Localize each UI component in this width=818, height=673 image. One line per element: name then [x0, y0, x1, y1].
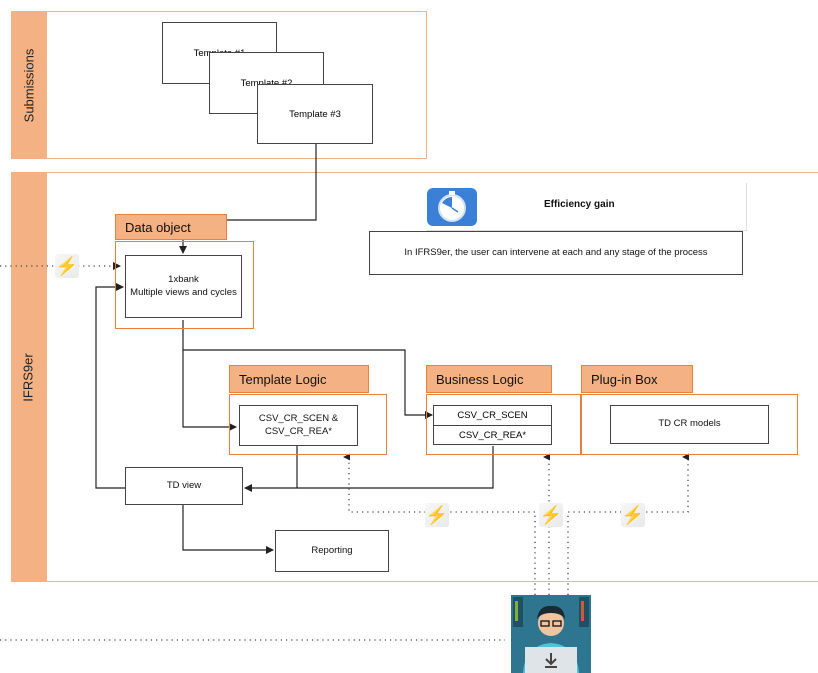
- lightning-icon-business-logic: ⚡: [539, 503, 563, 527]
- efficiency-title: Efficiency gain: [544, 199, 615, 210]
- ifrs9er-lane: [46, 172, 818, 582]
- template-logic-content: CSV_CR_SCEN & CSV_CR_REA*: [239, 405, 358, 446]
- template-logic-frame: [229, 394, 387, 455]
- submissions-lane: [46, 11, 427, 159]
- arrow-business-logic-to-td-view: [297, 446, 494, 489]
- lightning-icon-template-logic: ⚡: [425, 503, 449, 527]
- business-logic-frame: [426, 394, 581, 455]
- user-at-laptop-icon: [511, 595, 591, 673]
- plugin-box-frame: [581, 394, 798, 455]
- template-logic-header: Template Logic: [229, 365, 369, 393]
- business-logic-row-2: CSV_CR_REA*: [458, 430, 527, 441]
- dotted-user-to-template-logic: [343, 453, 536, 595]
- template-3: Template #3: [257, 84, 373, 144]
- arrow-data-object-to-template-logic: [182, 320, 237, 431]
- data-object-frame: [115, 241, 254, 329]
- lightning-icon-plugin-box: ⚡: [621, 503, 645, 527]
- business-logic-content: CSV_CR_SCEN CSV_CR_REA*: [433, 405, 552, 445]
- efficiency-panel: Efficiency gain: [427, 183, 747, 231]
- arrow-td-view-to-data-object: [95, 283, 125, 489]
- submissions-lane-label-bar: Submissions: [11, 11, 46, 159]
- lightning-icon-left: ⚡: [55, 254, 79, 278]
- data-object-header: Data object: [115, 214, 227, 240]
- efficiency-text-box: In IFRS9er, the user can intervene at ea…: [369, 231, 743, 275]
- business-logic-header: Business Logic: [426, 365, 552, 393]
- arrow-data-object-to-business-logic: [183, 349, 433, 419]
- stopwatch-icon: [427, 188, 477, 226]
- reporting-box: Reporting: [275, 530, 389, 572]
- arrow-td-view-to-reporting: [182, 505, 274, 554]
- plugin-box-header: Plug-in Box: [581, 365, 693, 393]
- business-logic-row-1: CSV_CR_SCEN: [434, 406, 551, 426]
- ifrs9er-lane-label-bar: IFRS9er: [11, 172, 46, 582]
- td-view-box: TD view: [125, 467, 243, 505]
- plugin-box-content: TD CR models: [610, 405, 769, 444]
- data-object-content: 1xbank Multiple views and cycles: [125, 255, 242, 318]
